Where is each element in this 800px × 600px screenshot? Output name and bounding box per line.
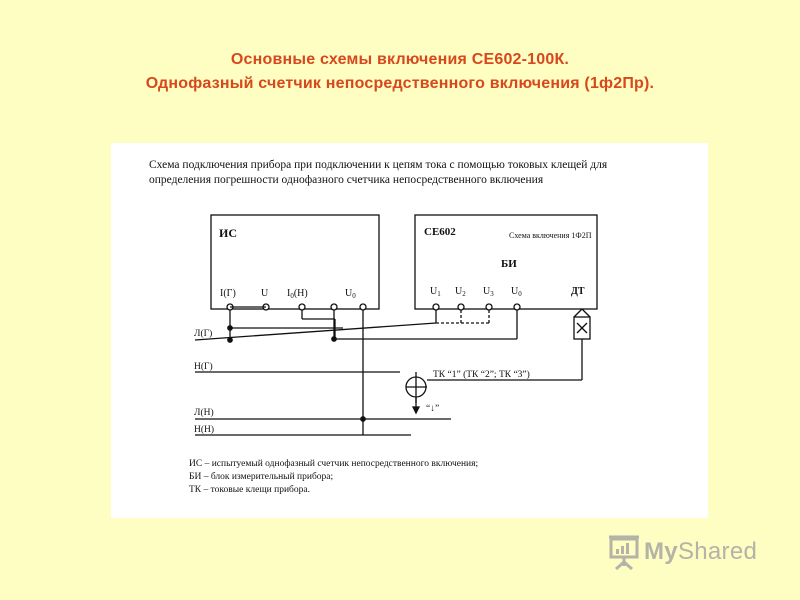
meter-box (210, 214, 380, 310)
terminal-label-u1: U1 (430, 286, 441, 298)
meter-box-label: ИС (219, 226, 237, 240)
diagram-heading-line-1: Схема подключения прибора при подключени… (149, 159, 608, 171)
logo-text-my: My (644, 538, 678, 565)
wiring-diagram-svg: Схема подключения прибора при подключени… (149, 159, 608, 495)
slide-title-line-1: Основные схемы включения СЕ602-100К. (230, 51, 570, 68)
line-label-l-n: Л(Н) (194, 407, 214, 418)
terminal-label-u: U (261, 288, 269, 299)
terminal-label-u0-ce: U0 (511, 286, 522, 298)
line-label-n-n: Н(Н) (194, 424, 214, 435)
terminal-label-u2: U2 (455, 286, 466, 298)
wiring-diagram: Схема подключения прибора при подключени… (111, 143, 708, 518)
myshared-logo: MyShared (606, 534, 786, 574)
terminal-label-i0-h: I0(Н) (287, 288, 308, 300)
legend-line-1: ИС – испытуемый однофазный счетчик непос… (189, 458, 478, 469)
terminal-label-i-g: I(Г) (220, 288, 236, 299)
logo-text: MyShared (644, 538, 757, 566)
ce602-box-label: CE602 (424, 226, 456, 238)
arrow-label: “↓” (426, 404, 439, 414)
slide-title-line-2: Однофазный счетчик непосредственного вкл… (145, 75, 655, 92)
presentation-icon (609, 535, 639, 571)
line-label-l-g: Л(Г) (194, 328, 212, 339)
ce602-scheme-label: Схема включения 1Ф2П (509, 231, 592, 240)
legend-line-2: БИ – блок измерительный прибора; (189, 471, 333, 482)
diagram-heading-line-2: определения погрешности однофазного счет… (149, 174, 544, 186)
terminal-label-u3: U3 (483, 286, 494, 298)
bi-unit-label: БИ (501, 258, 517, 270)
dt-label: ДТ (571, 286, 585, 297)
legend-line-3: ТК – токовые клещи прибора. (189, 484, 310, 495)
line-label-n-g: Н(Г) (194, 361, 213, 372)
ce602-box (414, 214, 598, 310)
terminal-label-u0: U0 (345, 288, 356, 300)
clamp-label: ТК “1” (ТК “2”; ТК “3”) (433, 369, 530, 380)
logo-text-shared: Shared (677, 538, 758, 565)
